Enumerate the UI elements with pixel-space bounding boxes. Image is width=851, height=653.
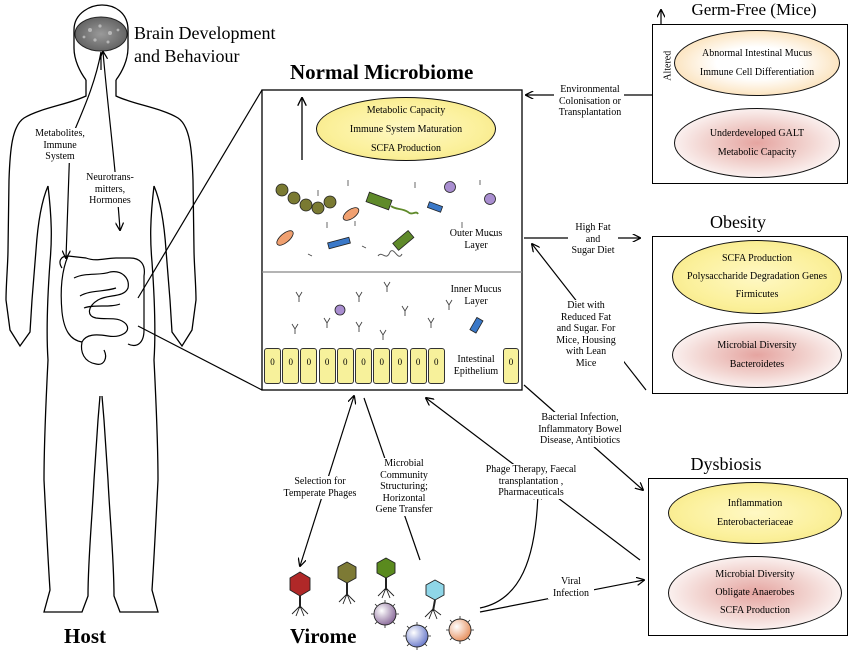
obesity-title: Obesity [710,212,766,232]
dysbiosis-title: Dysbiosis [690,454,762,474]
epithelium-cell: 0 [355,348,372,384]
neurotransmitters-label: Neurotrans-mitters,Hormones [80,172,140,207]
epithelium-cell: 0 [373,348,391,384]
epithelium-cell: 0 [282,348,300,384]
microbiome-title: Normal Microbiome [290,60,474,84]
epithelium-cell: 0 [391,348,409,384]
altered-label: Altered [662,48,674,83]
human-figure [5,4,197,613]
epithelium-cell: 0 [336,348,354,384]
brain-development-label: Brain Development and Behaviour [134,23,276,67]
epithelium-cell: 0 [318,348,336,384]
epithelium-cell: 0 [409,348,427,384]
epithelium-cell: 0 [300,348,318,384]
host-title: Host [64,624,106,648]
phage-icons [289,557,474,650]
germ-free-title: Germ-Free (Mice) [691,0,817,19]
epithelium-cell: 0 [503,348,519,384]
brain-icon [74,16,128,52]
intestines-icon [59,255,145,365]
epithelium-cell: 0 [427,348,445,384]
virome-title: Virome [290,624,357,648]
epithelium-cell: 0 [264,348,281,384]
